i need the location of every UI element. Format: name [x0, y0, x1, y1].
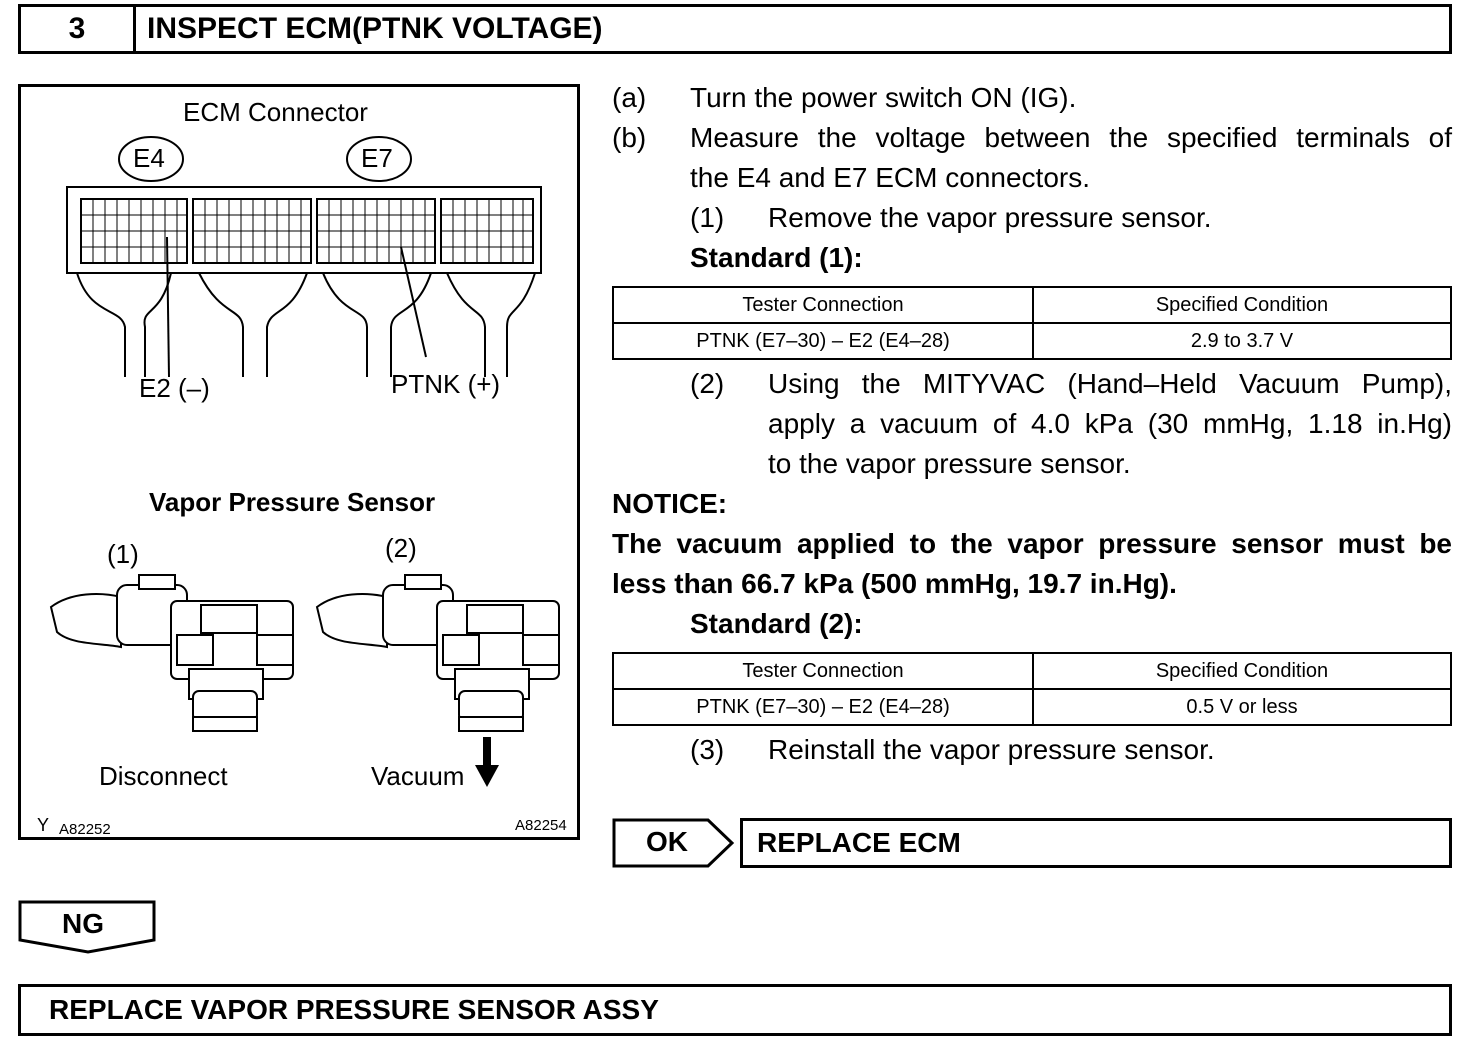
- terminal-ptnk-label: PTNK (+): [391, 369, 501, 399]
- standard-2-label: Standard (2):: [690, 608, 863, 639]
- table-header-cell: Tester Connection: [612, 286, 1034, 324]
- terminal-e2-label: E2 (–): [139, 373, 210, 403]
- substep-3-text: Reinstall the vapor pressure sensor.: [768, 734, 1215, 765]
- ok-result-box: OK: [612, 818, 736, 868]
- step-number: 3: [21, 7, 136, 51]
- case-1-label: (1): [107, 539, 139, 569]
- table-header-cell: Tester Connection: [612, 652, 1034, 690]
- step-title: INSPECT ECM(PTNK VOLTAGE): [147, 12, 603, 45]
- step-a-text: Turn the power switch ON (IG).: [690, 82, 1077, 113]
- vapor-pressure-sensor-1-drawing: [49, 574, 294, 732]
- figure-code-left: A82252: [59, 821, 111, 838]
- connector-e7-label: E7: [361, 143, 393, 173]
- step-b-text-1: Measure the voltage between the specifie…: [690, 122, 1452, 153]
- substep-2-label: (2): [690, 368, 725, 399]
- ng-result-box: NG: [18, 900, 158, 954]
- ng-arrow-icon: [18, 900, 156, 954]
- standard-1-table: Tester Connection Specified Condition PT…: [612, 286, 1452, 360]
- substep-3-label: (3): [690, 734, 725, 765]
- figure-code-prefix: Y: [37, 815, 50, 835]
- substep-2-text-3: to the vapor pressure sensor.: [768, 448, 1131, 479]
- ok-arrow-icon: [612, 818, 735, 868]
- vacuum-label: Vacuum: [371, 761, 465, 791]
- substep-1-label: (1): [690, 202, 725, 233]
- table-header-cell: Specified Condition: [1032, 652, 1452, 690]
- substep-2-text-2: apply a vacuum of 4.0 kPa (30 mmHg, 1.18…: [768, 408, 1452, 439]
- ok-action-box: REPLACE ECM: [740, 818, 1452, 868]
- table-cell: PTNK (E7–30) – E2 (E4–28): [612, 322, 1034, 360]
- step-a-label: (a): [612, 82, 647, 113]
- table-cell: PTNK (E7–30) – E2 (E4–28): [612, 688, 1034, 726]
- notice-text-1: The vacuum applied to the vapor pressure…: [612, 528, 1452, 559]
- step-b-label: (b): [612, 122, 647, 153]
- table-cell: 2.9 to 3.7 V: [1032, 322, 1452, 360]
- sensor-title: Vapor Pressure Sensor: [149, 487, 436, 517]
- notice-label: NOTICE:: [612, 488, 728, 519]
- ok-label: OK: [646, 826, 688, 857]
- table-row: PTNK (E7–30) – E2 (E4–28) 0.5 V or less: [612, 688, 1452, 726]
- vapor-pressure-sensor-2-drawing: [315, 574, 560, 732]
- ecm-connector-drawing: [66, 136, 542, 378]
- standard-1-label: Standard (1):: [690, 242, 863, 273]
- case-2-label: (2): [385, 533, 417, 563]
- figure-drawing: [49, 136, 560, 787]
- connector-e4-label: E4: [133, 143, 165, 173]
- disconnect-label: Disconnect: [99, 761, 228, 791]
- connector-sensor-figure: ECM Connector E4 E7 E2 (–) PTNK (+) Vapo…: [18, 84, 580, 840]
- table-header-row: Tester Connection Specified Condition: [612, 286, 1452, 324]
- substep-2-text-1: Using the MITYVAC (Hand–Held Vacuum Pump…: [768, 368, 1452, 399]
- table-row: PTNK (E7–30) – E2 (E4–28) 2.9 to 3.7 V: [612, 322, 1452, 360]
- ng-action-box: REPLACE VAPOR PRESSURE SENSOR ASSY: [18, 984, 1452, 1036]
- ng-label: NG: [62, 908, 104, 939]
- step-header: 3 INSPECT ECM(PTNK VOLTAGE): [18, 4, 1452, 54]
- vacuum-arrow-icon: [475, 737, 499, 787]
- step-b-text-2: the E4 and E7 ECM connectors.: [690, 162, 1090, 193]
- connector-title: ECM Connector: [183, 97, 368, 127]
- figure-code-right: A82254: [515, 817, 567, 834]
- standard-2-table: Tester Connection Specified Condition PT…: [612, 652, 1452, 726]
- notice-text-2: less than 66.7 kPa (500 mmHg, 19.7 in.Hg…: [612, 568, 1177, 599]
- table-header-cell: Specified Condition: [1032, 286, 1452, 324]
- table-cell: 0.5 V or less: [1032, 688, 1452, 726]
- substep-1-text: Remove the vapor pressure sensor.: [768, 202, 1212, 233]
- table-header-row: Tester Connection Specified Condition: [612, 652, 1452, 690]
